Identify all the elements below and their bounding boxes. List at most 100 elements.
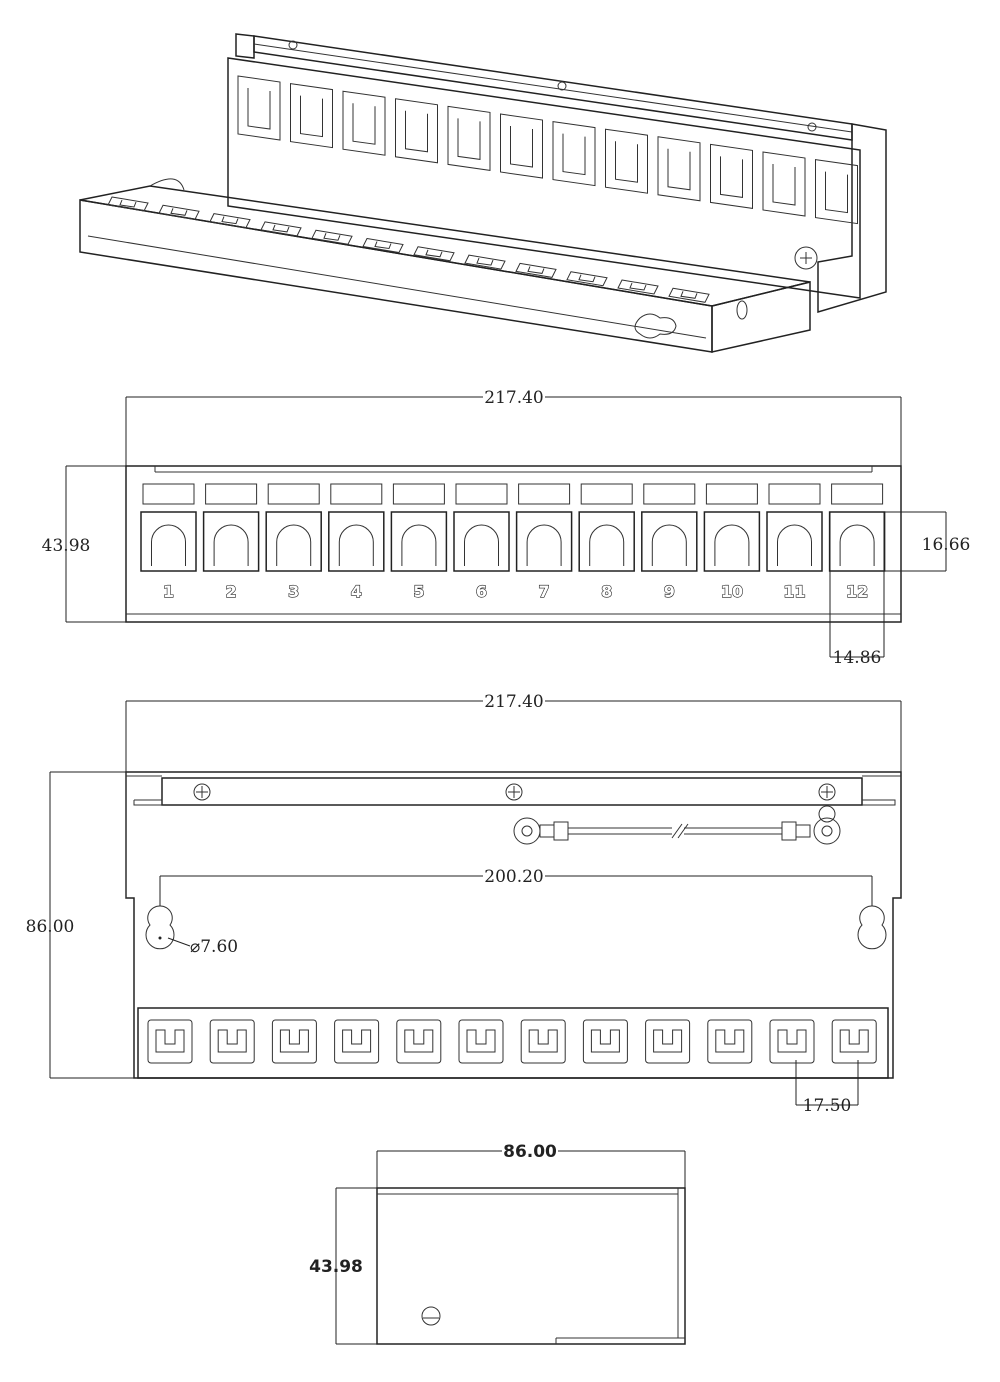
port-jack	[651, 524, 687, 566]
iso-port-opening	[815, 159, 858, 225]
cable-slot	[520, 1019, 566, 1064]
iso-port-inner	[615, 141, 638, 183]
iso-slot-clip	[527, 266, 545, 274]
hole-diameter-label: ⌀7.60	[190, 937, 238, 957]
ground-wire	[513, 805, 841, 845]
port-number: 8	[601, 582, 612, 601]
iso-port-inner	[457, 118, 481, 160]
rj45-port: 10	[703, 483, 761, 602]
iso-port-inner	[667, 148, 691, 191]
iso-port-opening	[237, 75, 281, 141]
port-opening	[766, 511, 823, 572]
iso-port-opening	[447, 105, 491, 171]
iso-port-inner	[300, 95, 323, 138]
side-hole	[421, 1306, 441, 1326]
side-depth-label: 86.00	[503, 1142, 557, 1162]
port-label-window	[768, 483, 821, 505]
port-opening	[453, 511, 510, 572]
port-label-window	[831, 483, 884, 505]
keyhole-left	[145, 905, 175, 950]
iso-port-opening	[710, 143, 753, 209]
port-label-window	[142, 483, 195, 505]
slot-outline	[769, 1019, 815, 1064]
cable-slot	[769, 1019, 815, 1064]
iso-port-inner	[510, 126, 533, 168]
port-opening	[390, 511, 448, 572]
port-opening	[703, 511, 761, 572]
iso-cable-slot	[362, 237, 404, 254]
slot-clip	[466, 1029, 496, 1053]
slot-pitch-label: 17.50	[803, 1096, 852, 1116]
iso-cable-slot	[668, 287, 710, 303]
cable-slot	[458, 1019, 504, 1064]
iso-port-inner	[772, 164, 796, 206]
port-number: 12	[846, 582, 868, 601]
iso-port-opening	[342, 90, 386, 156]
port-label-window	[455, 483, 508, 505]
port-jack	[338, 524, 374, 566]
cable-slot	[209, 1019, 255, 1064]
slot-clip	[590, 1029, 620, 1053]
slot-outline	[582, 1019, 628, 1064]
side-height-label: 43.98	[309, 1257, 363, 1277]
cable-slot	[271, 1019, 317, 1064]
slot-outline	[396, 1019, 442, 1064]
keyhole-right	[857, 905, 887, 950]
port-label-window	[518, 483, 571, 505]
slot-outline	[831, 1019, 877, 1064]
cable-slot	[645, 1019, 691, 1064]
iso-cable-slot	[311, 229, 353, 245]
port-opening	[202, 511, 260, 572]
iso-slot-clip	[374, 241, 392, 250]
port-jack	[839, 524, 875, 566]
rj45-port: 8	[578, 483, 635, 602]
iso-cable-slot	[617, 279, 659, 295]
side-view: 86.00 43.98	[309, 1142, 686, 1345]
iso-cable-slot	[209, 213, 251, 229]
port-number: 2	[226, 582, 237, 601]
iso-cable-slot	[413, 246, 455, 262]
cable-slot-row	[147, 1019, 877, 1064]
rj45-port: 11	[766, 483, 823, 602]
iso-slot-clip	[170, 208, 188, 216]
port-label-window	[392, 483, 445, 505]
slot-clip	[404, 1029, 434, 1053]
rj45-port: 6	[453, 483, 510, 602]
slot-clip	[279, 1029, 309, 1053]
iso-slot-clip	[272, 224, 290, 233]
rj45-port: 4	[328, 483, 385, 602]
port-jack	[213, 524, 249, 566]
port-jack	[589, 524, 625, 566]
cable-slot	[396, 1019, 442, 1064]
port-number: 1	[163, 582, 174, 601]
iso-cable-slot	[260, 221, 302, 237]
port-number: 9	[664, 582, 675, 601]
slot-clip	[715, 1029, 745, 1053]
cable-slot	[334, 1019, 380, 1064]
port-label-window	[267, 483, 320, 505]
port-label-window	[330, 483, 383, 505]
top-bar-screws	[193, 783, 836, 801]
cable-slot	[582, 1019, 628, 1064]
slot-clip	[217, 1029, 247, 1053]
iso-slot-clip	[680, 291, 698, 299]
front-width-label: 217.40	[484, 388, 543, 408]
top-depth-label: 86.00	[26, 917, 75, 937]
port-height-label: 16.66	[922, 535, 971, 555]
iso-cable-slot	[158, 204, 200, 220]
iso-slot-clip	[476, 257, 494, 266]
iso-slot-clip	[629, 282, 647, 291]
iso-port-opening	[762, 151, 806, 217]
iso-port-opening	[552, 121, 596, 187]
top-width-label: 217.40	[484, 692, 543, 712]
front-height-label: 43.98	[42, 536, 91, 556]
iso-port-opening	[500, 113, 543, 179]
iso-slot-clip	[221, 216, 239, 225]
iso-port-opening	[657, 136, 701, 202]
slot-clip	[839, 1029, 869, 1053]
slot-clip	[777, 1029, 807, 1053]
slot-outline	[707, 1019, 753, 1064]
iso-port-inner	[825, 171, 848, 214]
isometric-view	[79, 33, 887, 353]
